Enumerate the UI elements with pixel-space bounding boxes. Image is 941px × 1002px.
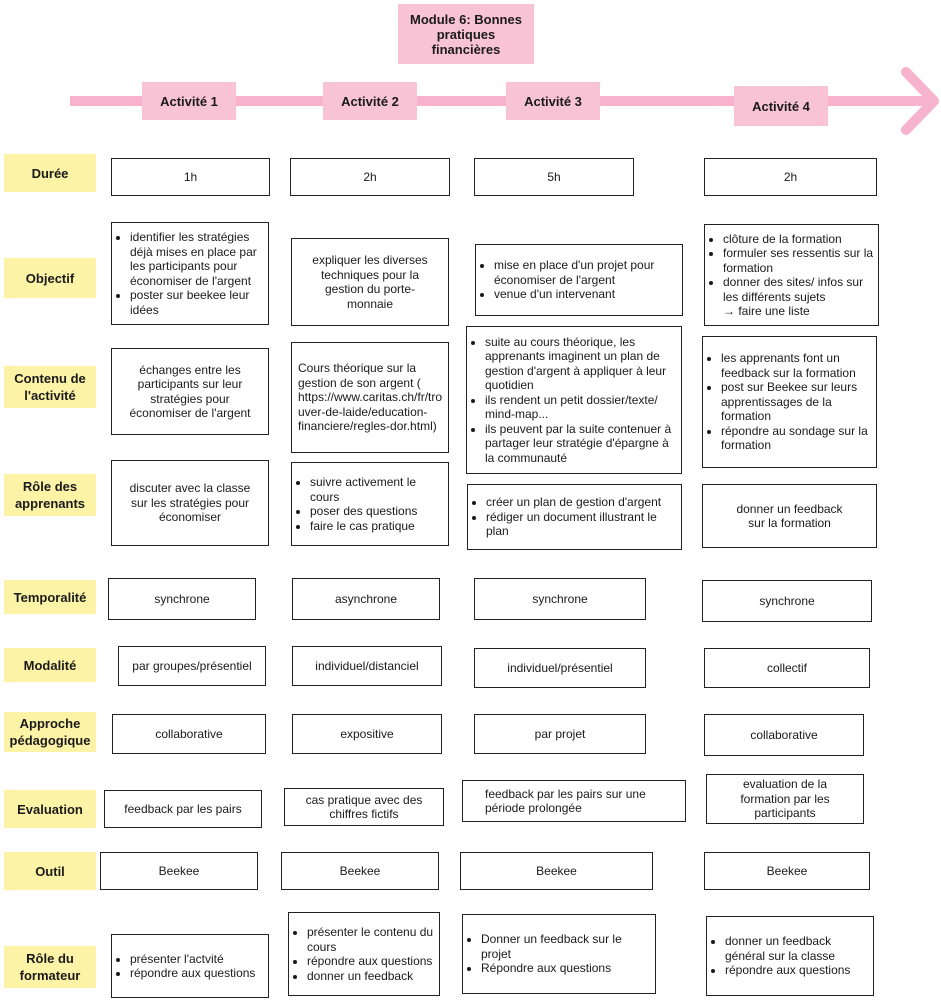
modalite-cell-2: individuel/distanciel	[292, 646, 442, 686]
duree-cell-1: 1h	[111, 158, 270, 196]
row-label-duree: Durée	[4, 154, 96, 192]
contenu-3-item: ils peuvent par la suite contenuer à par…	[485, 422, 677, 466]
modalite-cell-3: individuel/présentiel	[474, 648, 646, 688]
role-formateur-1-item: répondre aux questions	[130, 966, 255, 981]
row-label-objectif: Objectif	[4, 258, 96, 298]
modalite-cell-4: collectif	[704, 648, 870, 688]
row-label-role-formateur: Rôle du formateur	[4, 946, 96, 988]
role-formateur-cell-4: donner un feedback général sur la classe…	[706, 916, 874, 996]
objectif-3-item: mise en place d'un projet pour économise…	[494, 258, 678, 287]
role-apprenants-cell-2: suivre activement le cours poser des que…	[291, 462, 449, 546]
contenu-cell-1: échanges entre les participants sur leur…	[111, 348, 269, 435]
row-label-evaluation: Evaluation	[4, 790, 96, 828]
role-apprenants-2-item: faire le cas pratique	[310, 519, 444, 534]
contenu-cell-3: suite au cours théorique, les apprenants…	[466, 326, 682, 474]
evaluation-cell-4: evaluation de la formation par les parti…	[706, 774, 864, 824]
role-formateur-cell-3: Donner un feedback sur le projet Répondr…	[462, 914, 656, 994]
role-formateur-2-item: présenter le contenu du cours	[307, 925, 435, 954]
row-label-modalite: Modalité	[4, 648, 96, 682]
role-apprenants-3-item: rédiger un document illustrant le plan	[486, 510, 677, 539]
role-formateur-2-item: donner un feedback	[307, 969, 435, 984]
contenu-4-item: les apprenants font un feedback sur la f…	[721, 351, 872, 380]
activity-header-2: Activité 2	[323, 82, 417, 120]
role-apprenants-3-item: créer un plan de gestion d'argent	[486, 495, 677, 510]
evaluation-cell-2: cas pratique avec des chiffres fictifs	[284, 788, 444, 826]
modalite-cell-1: par groupes/présentiel	[118, 646, 266, 686]
role-apprenants-cell-3: créer un plan de gestion d'argent rédige…	[467, 484, 682, 550]
temporalite-cell-4: synchrone	[702, 580, 872, 622]
role-formateur-cell-2: présenter le contenu du cours répondre a…	[288, 912, 440, 996]
objectif-cell-1: identifier les stratégies déjà mises en …	[111, 222, 269, 325]
objectif-4-item: formuler ses ressentis sur la formation	[723, 246, 874, 275]
outil-cell-1: Beekee	[100, 852, 258, 890]
role-formateur-4-item: répondre aux questions	[725, 963, 869, 978]
contenu-3-item: ils rendent un petit dossier/texte/ mind…	[485, 393, 677, 422]
duree-cell-3: 5h	[474, 158, 634, 196]
duree-cell-4: 2h	[704, 158, 877, 196]
role-formateur-4-item: donner un feedback général sur la classe	[725, 934, 869, 963]
activity-header-1: Activité 1	[142, 82, 236, 120]
objectif-cell-3: mise en place d'un projet pour économise…	[475, 244, 683, 316]
evaluation-cell-3: feedback par les pairs sur une période p…	[462, 780, 686, 822]
objectif-4-item: donner des sites/ infos sur les différen…	[723, 275, 874, 304]
outil-cell-4: Beekee	[704, 852, 870, 890]
contenu-3-item: suite au cours théorique, les apprenants…	[485, 335, 677, 393]
outil-cell-2: Beekee	[281, 852, 439, 890]
role-formateur-1-item: présenter l'actvité	[130, 952, 255, 967]
objectif-3-item: venue d'un intervenant	[494, 287, 678, 302]
role-formateur-3-item: Donner un feedback sur le projet	[481, 932, 651, 961]
contenu-cell-4: les apprenants font un feedback sur la f…	[702, 336, 877, 468]
role-formateur-cell-1: présenter l'actvité répondre aux questio…	[111, 934, 269, 998]
objectif-4-item: clôture de la formation	[723, 232, 874, 247]
activity-header-4: Activité 4	[734, 86, 828, 126]
approche-cell-4: collaborative	[704, 714, 864, 756]
contenu-4-item: répondre au sondage sur la formation	[721, 424, 872, 453]
role-formateur-3-item: Répondre aux questions	[481, 961, 651, 976]
approche-cell-2: expositive	[292, 714, 442, 754]
temporalite-cell-3: synchrone	[474, 578, 646, 620]
duree-cell-2: 2h	[290, 158, 450, 196]
activity-header-3: Activité 3	[506, 82, 600, 120]
role-formateur-2-item: répondre aux questions	[307, 954, 435, 969]
role-apprenants-2-item: suivre activement le cours	[310, 475, 444, 504]
role-apprenants-cell-1: discuter avec la classe sur les stratégi…	[111, 460, 269, 546]
row-label-temporalite: Temporalité	[4, 580, 96, 614]
temporalite-cell-2: asynchrone	[292, 578, 440, 620]
timeline-arrow	[70, 67, 939, 135]
temporalite-cell-1: synchrone	[108, 578, 256, 620]
outil-cell-3: Beekee	[460, 852, 653, 890]
role-apprenants-cell-4: donner un feedback sur la formation	[702, 484, 877, 548]
objectif-4-item: → faire une liste	[723, 304, 810, 318]
objectif-1-item: poster sur beekee leur idées	[130, 288, 264, 317]
contenu-2-text: Cours théorique sur la gestion de son ar…	[298, 361, 443, 434]
objectif-cell-2: expliquer les diverses techniques pour l…	[291, 238, 449, 326]
contenu-4-item: post sur Beekee sur leurs apprentissages…	[721, 380, 872, 424]
evaluation-cell-1: feedback par les pairs	[104, 790, 262, 828]
module-title: Module 6: Bonnes pratiques financières	[398, 4, 534, 64]
contenu-cell-2: Cours théorique sur la gestion de son ar…	[291, 342, 449, 453]
row-label-outil: Outil	[4, 852, 96, 890]
row-label-contenu: Contenu de l'activité	[4, 366, 96, 408]
objectif-cell-4: clôture de la formation formuler ses res…	[704, 224, 879, 326]
objectif-1-item: identifier les stratégies déjà mises en …	[130, 230, 264, 288]
approche-cell-1: collaborative	[112, 714, 266, 754]
role-apprenants-2-item: poser des questions	[310, 504, 444, 519]
row-label-role-apprenants: Rôle des apprenants	[4, 474, 96, 516]
row-label-approche: Approche pédagogique	[4, 712, 96, 752]
approche-cell-3: par projet	[474, 714, 646, 754]
